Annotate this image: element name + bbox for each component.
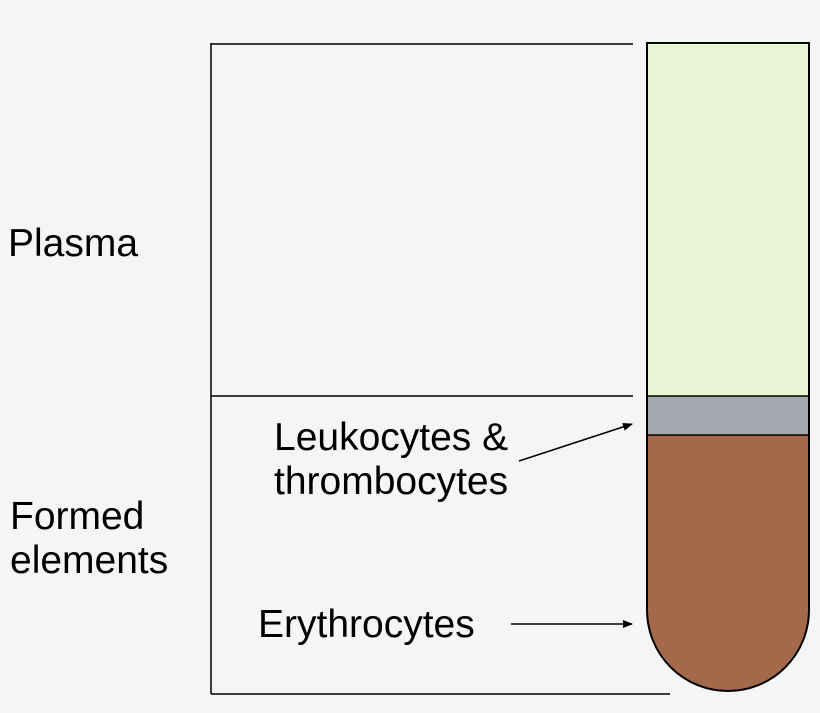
formed-elements-label-line1: Formed	[10, 495, 145, 538]
formed-elements-label-line2: elements	[10, 539, 169, 582]
erythrocyte-layer	[647, 435, 809, 691]
buffy-coat-layer	[647, 396, 809, 435]
leukocytes-label-line1: Leukocytes &	[274, 416, 509, 459]
test-tube-outline	[646, 42, 810, 692]
formed-elements-label: Formed elements	[10, 495, 168, 583]
leukocytes-arrow	[518, 422, 633, 462]
plasma-layer	[647, 43, 809, 396]
plasma-label: Plasma	[8, 222, 139, 265]
leukocytes-label-line2: thrombocytes	[274, 460, 509, 503]
tube-layers	[647, 43, 809, 691]
erythrocytes-label: Erythrocytes	[258, 603, 475, 646]
leukocytes-thrombocytes-label: Leukocytes & thrombocytes	[274, 416, 508, 504]
